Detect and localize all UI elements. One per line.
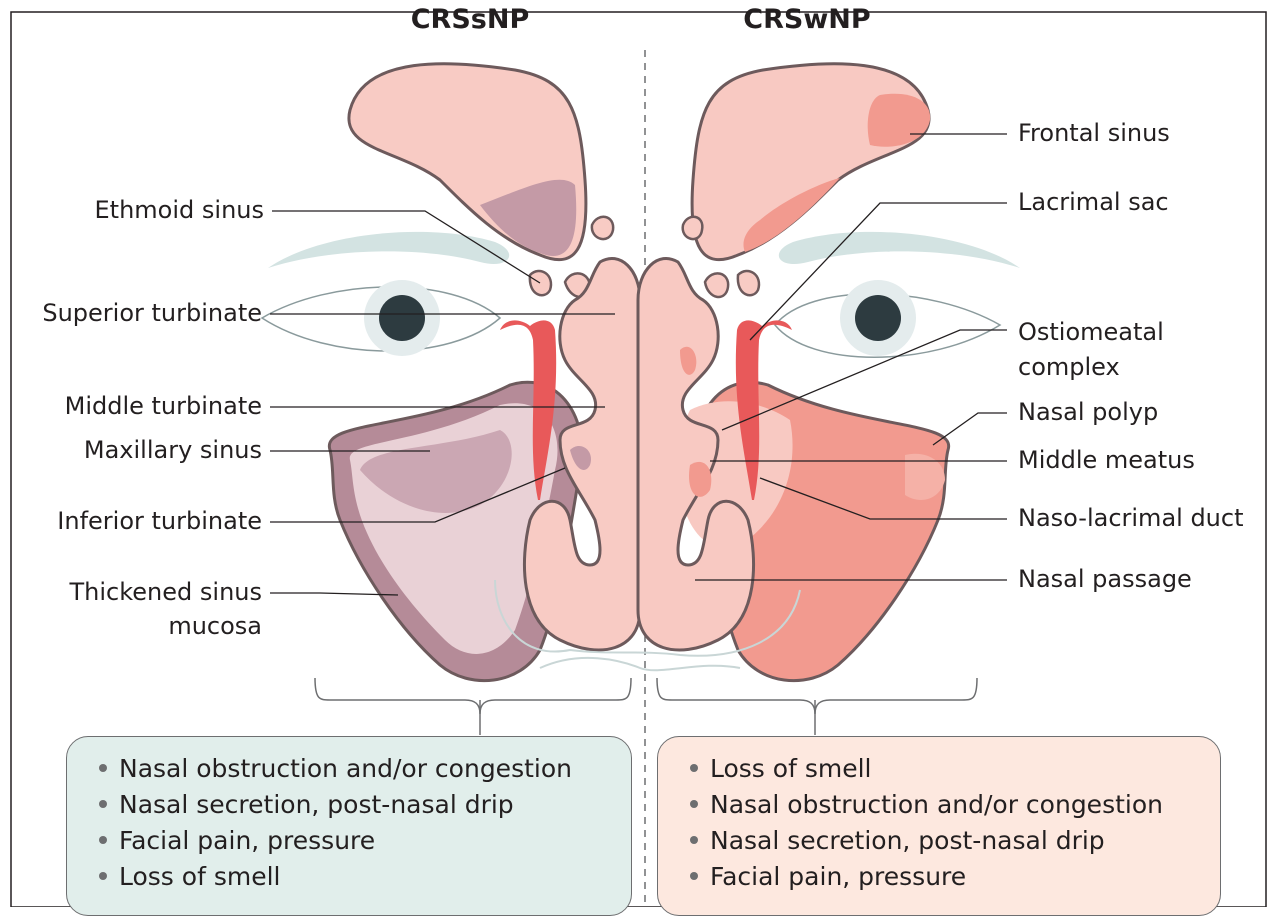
label-middle-meatus: Middle meatus xyxy=(1018,444,1195,477)
heading-crswnp: CRSwNP xyxy=(717,4,897,35)
left-eye xyxy=(262,280,500,356)
left-brace xyxy=(315,678,631,714)
label-thickened-sinus: Thickened sinus xyxy=(70,576,262,609)
symptom-item: Loss of smell xyxy=(684,751,1220,787)
symptoms-box-crswnp: Loss of smell Nasal obstruction and/or c… xyxy=(657,736,1221,916)
label-ethmoid-sinus: Ethmoid sinus xyxy=(95,194,264,227)
label-naso-lacrimal-duct: Naso-lacrimal duct xyxy=(1018,502,1244,535)
label-ostiomeatal: Ostiomeatal xyxy=(1018,316,1164,349)
label-inferior-turbinate: Inferior turbinate xyxy=(57,505,262,538)
nostril-outline xyxy=(540,658,740,670)
symptom-item: Facial pain, pressure xyxy=(93,823,631,859)
label-nasal-passage: Nasal passage xyxy=(1018,563,1192,596)
symptom-item: Facial pain, pressure xyxy=(684,859,1220,895)
symptom-item: Nasal secretion, post-nasal drip xyxy=(684,823,1220,859)
symptom-item: Nasal obstruction and/or congestion xyxy=(684,787,1220,823)
label-nasal-polyp: Nasal polyp xyxy=(1018,396,1158,429)
label-complex: complex xyxy=(1018,351,1120,384)
symptoms-box-crssnp: Nasal obstruction and/or congestion Nasa… xyxy=(66,736,632,916)
label-lacrimal-sac: Lacrimal sac xyxy=(1018,186,1169,219)
label-superior-turbinate: Superior turbinate xyxy=(42,297,262,330)
symptom-item: Nasal secretion, post-nasal drip xyxy=(93,787,631,823)
symptom-item: Nasal obstruction and/or congestion xyxy=(93,751,631,787)
right-eye xyxy=(775,280,1000,357)
label-maxillary-sinus: Maxillary sinus xyxy=(84,434,262,467)
left-brow xyxy=(268,232,509,268)
label-middle-turbinate: Middle turbinate xyxy=(65,390,262,423)
right-brace xyxy=(657,678,977,714)
label-mucosa: mucosa xyxy=(168,610,262,643)
left-frontal-sinus xyxy=(349,64,586,260)
right-brow xyxy=(779,232,1020,268)
label-frontal-sinus: Frontal sinus xyxy=(1018,117,1170,150)
symptom-item: Loss of smell xyxy=(93,859,631,895)
right-frontal-sinus xyxy=(692,64,930,260)
heading-crssnp: CRSsNP xyxy=(380,4,560,35)
